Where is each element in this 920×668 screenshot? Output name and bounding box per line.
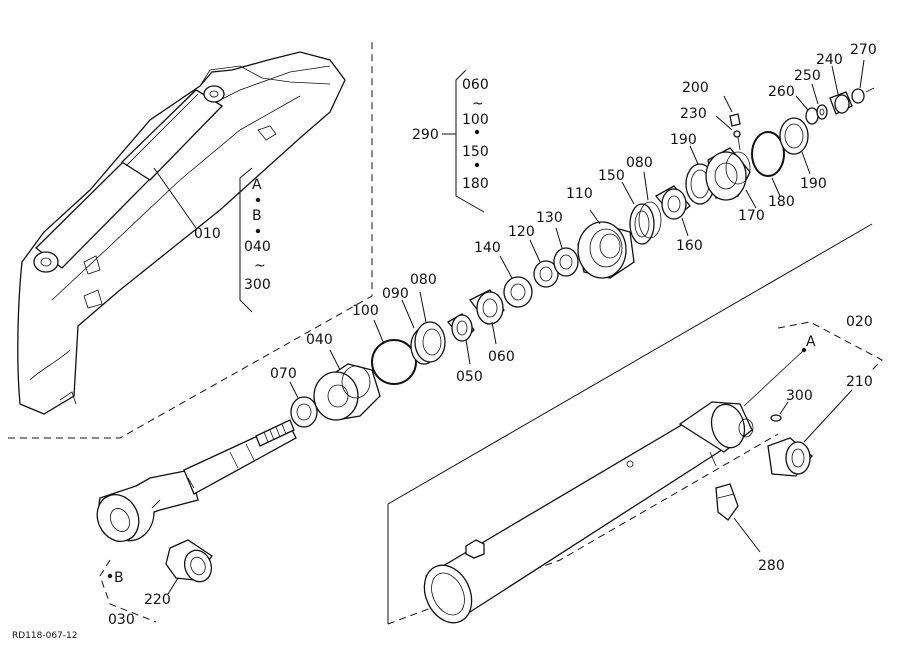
callout-130: 130: [536, 210, 563, 226]
cylinder-tube-020: [387, 223, 883, 625]
group-010-line-5: 300: [244, 277, 271, 293]
callout-050: 050: [456, 369, 483, 385]
callout-250: 250: [794, 68, 821, 84]
callout-270: 270: [850, 42, 877, 58]
group-030-bracket: [99, 559, 157, 623]
bushing-210: [767, 389, 853, 477]
callout-280: 280: [758, 558, 785, 574]
callout-080-b: 080: [626, 155, 653, 171]
group-290-line-3: 100: [462, 112, 489, 128]
bushing-220: [165, 539, 213, 595]
callout-290: 290: [412, 127, 439, 143]
group-290-line-4: 150: [462, 144, 489, 160]
group-010-line-3: 040: [244, 239, 271, 255]
callout-040: 040: [306, 332, 333, 348]
pin-300: [770, 401, 789, 422]
callout-120: 120: [508, 224, 535, 240]
group-010-bracket: [239, 167, 261, 313]
callout-180-a: 180: [768, 194, 795, 210]
callout-190-b: 190: [800, 176, 827, 192]
group-290-line-1: 060: [462, 77, 489, 93]
group-010-line-1: A: [252, 177, 262, 193]
callout-200: 200: [682, 80, 709, 96]
callout-220: 220: [144, 592, 171, 608]
callout-230: 230: [680, 106, 707, 122]
callout-020: 020: [846, 314, 873, 330]
callout-090: 090: [382, 286, 409, 302]
callout-260: 260: [768, 84, 795, 100]
callout-170: 170: [738, 208, 765, 224]
callout-070: 070: [270, 366, 297, 382]
group-010-line-4: ~: [254, 258, 266, 274]
callout-160: 160: [676, 238, 703, 254]
boom-assembly-illustration: [8, 38, 373, 439]
callout-210: 210: [846, 374, 873, 390]
callout-030: 030: [108, 612, 135, 628]
callout-010: 010: [194, 226, 221, 242]
callout-150: 150: [598, 168, 625, 184]
callout-180-b: 180: [462, 176, 489, 192]
callout-100: 100: [352, 303, 379, 319]
seal-kit-parts: [289, 59, 875, 428]
fitting-280: [715, 483, 761, 553]
callout-080-a: 080: [410, 272, 437, 288]
callout-140: 140: [474, 240, 501, 256]
group-290-bracket: [442, 69, 485, 213]
drawing-code: RD118-067-12: [12, 631, 78, 641]
callout-060: 060: [488, 349, 515, 365]
group-290-line-2: ~: [472, 96, 484, 112]
callout-190-a: 190: [670, 132, 697, 148]
marker-a: A: [806, 334, 816, 350]
group-010-line-2: B: [252, 208, 262, 224]
callout-240: 240: [816, 52, 843, 68]
marker-b: B: [114, 570, 124, 586]
piston-rod-030: [96, 419, 297, 542]
callout-110: 110: [566, 186, 593, 202]
callout-300: 300: [786, 388, 813, 404]
